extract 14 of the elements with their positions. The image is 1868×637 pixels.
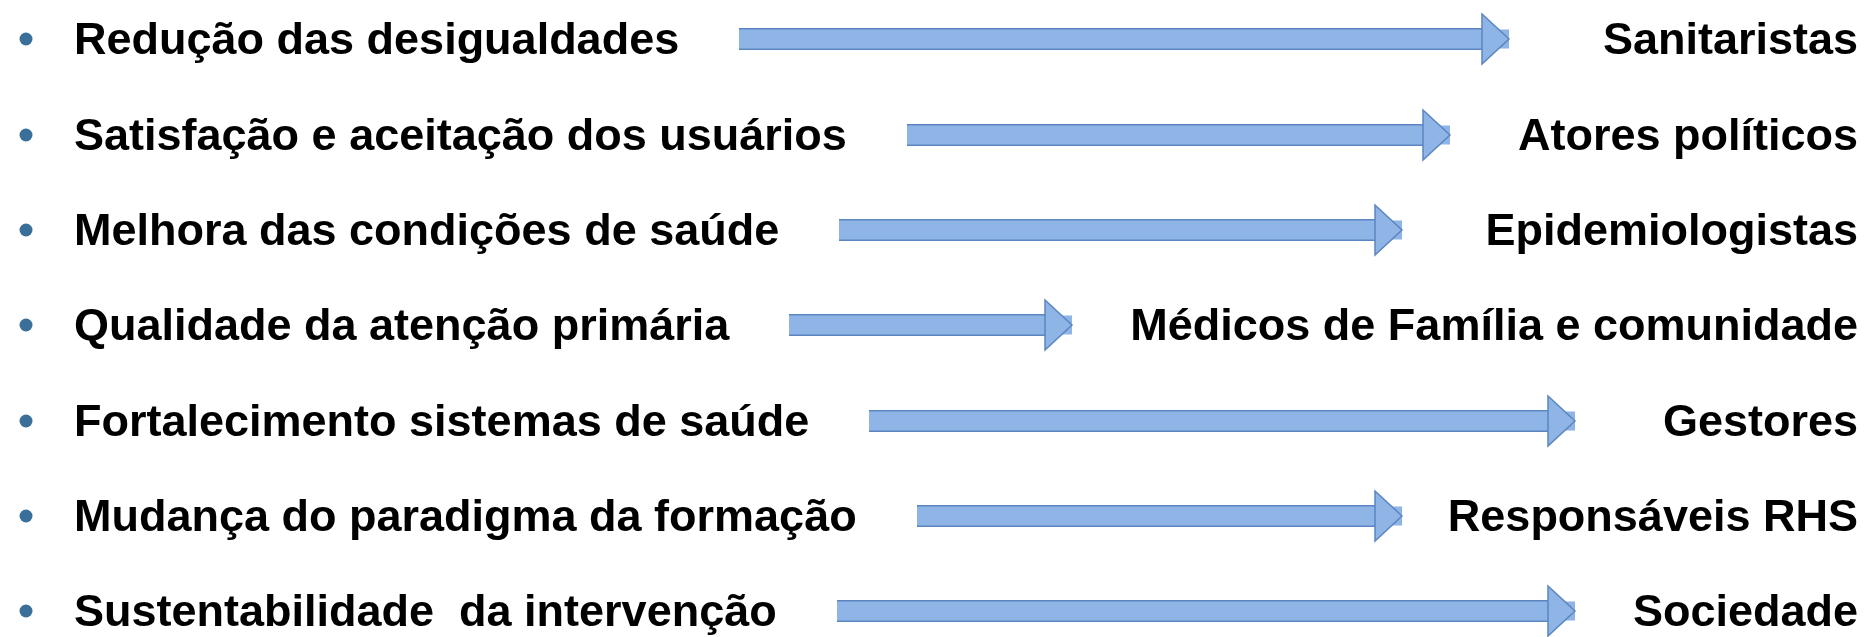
label-text: Gestores	[1662, 395, 1858, 446]
label-text: Satisfação e aceitação dos usuários	[74, 109, 847, 160]
label-text: Sociedade	[1632, 585, 1858, 636]
label-text: Qualidade da atenção primária	[74, 299, 730, 350]
label-text: Sanitaristas	[1602, 13, 1858, 64]
label-text: Sustentabilidade da intervenção	[74, 585, 777, 636]
label-text: Atores políticos	[1517, 109, 1858, 160]
label-text: Melhora das condições de saúde	[74, 204, 780, 255]
label-text: Fortalecimento sistemas de saúde	[74, 395, 810, 446]
label-text: Médicos de Família e comunidade	[1130, 299, 1858, 350]
label-text: Responsáveis RHS	[1447, 490, 1858, 541]
label-text: Mudança do paradigma da formação	[74, 490, 857, 541]
label-text: Redução das desigualdades	[74, 13, 680, 64]
label-text: Epidemiologistas	[1485, 204, 1858, 255]
